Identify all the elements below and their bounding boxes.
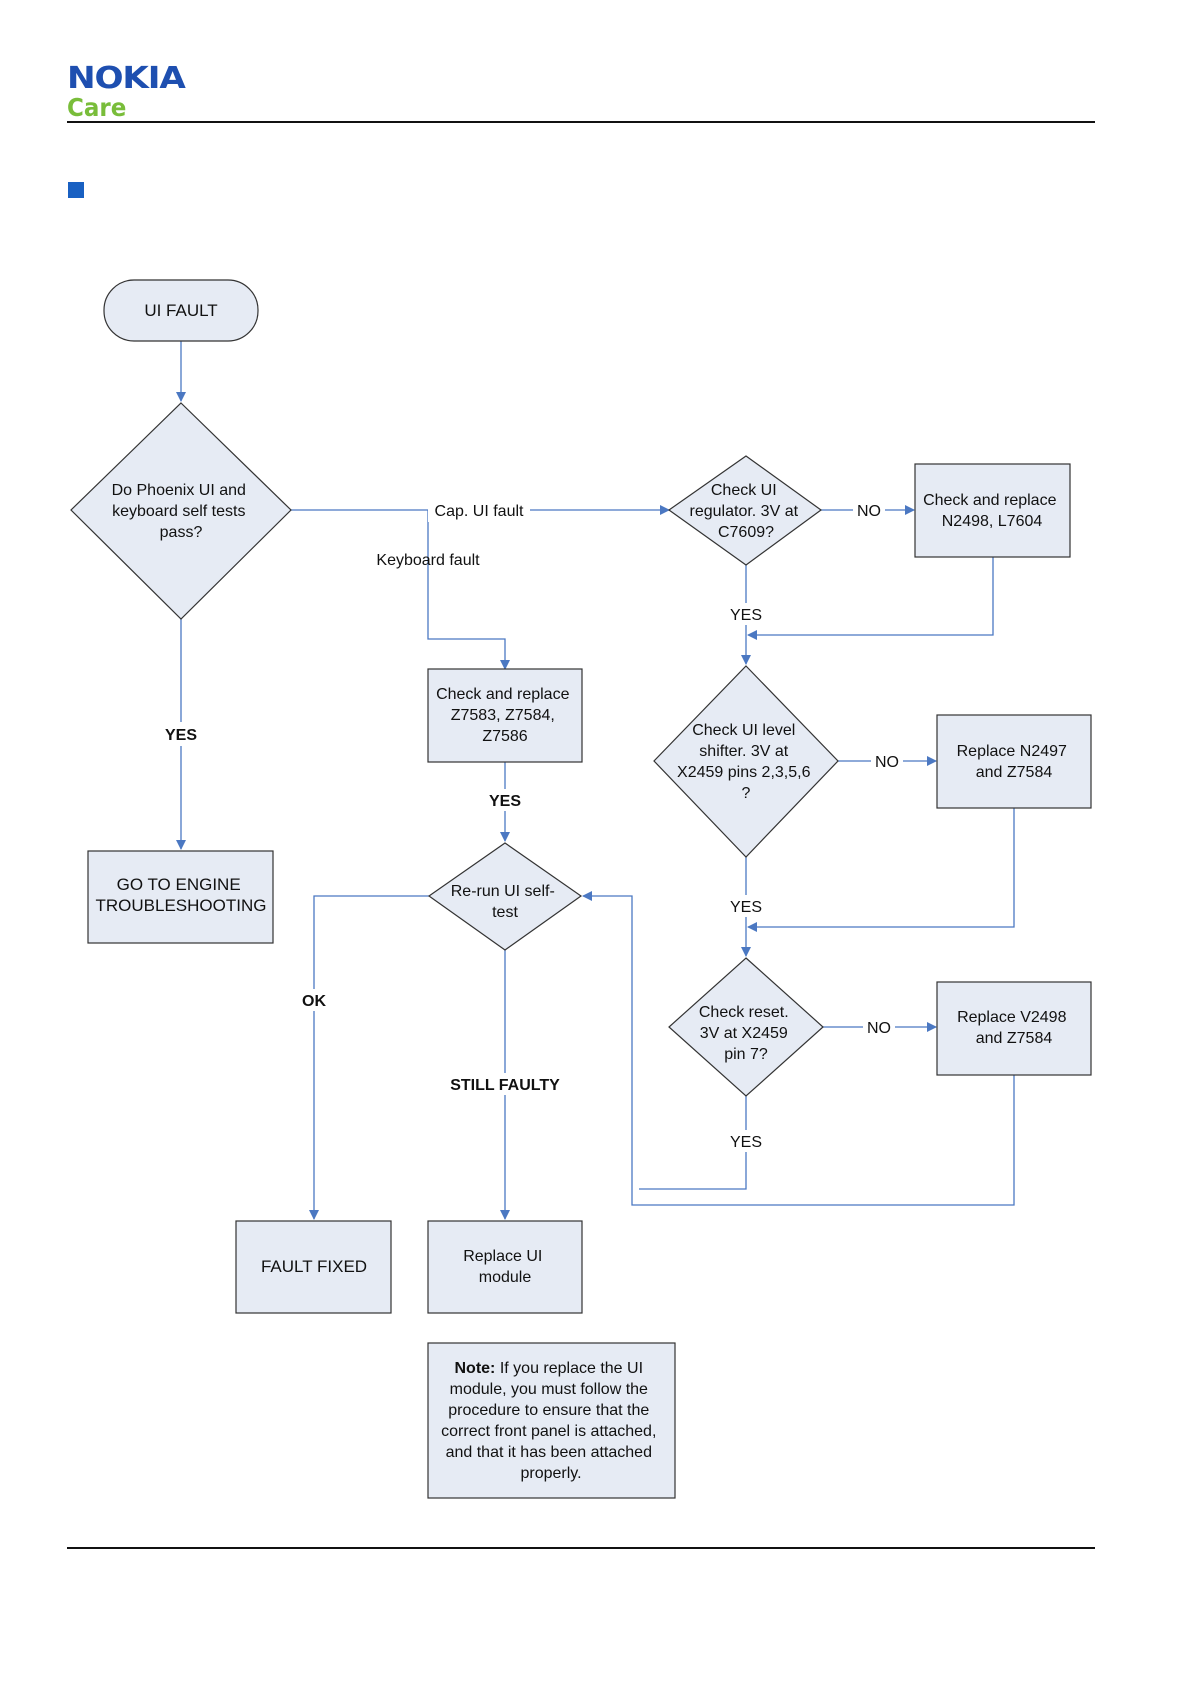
label-keyboard-fault: Keyboard fault: [376, 552, 480, 569]
self-tests-text: Do Phoenix UI and keyboard self tests pa…: [112, 482, 251, 541]
logo-sub: Care: [67, 93, 127, 122]
edge-reset-yes: [639, 1096, 747, 1190]
label-yes-reg: YES: [730, 607, 762, 624]
edge-rerun-ok: [309, 895, 429, 1220]
replace-ui-text: Replace UI module: [463, 1248, 547, 1286]
ui-fault-text: UI FAULT: [144, 301, 217, 320]
node-rerun: Re-run UI self- test: [427, 842, 583, 951]
label-ok: OK: [302, 993, 326, 1010]
check-regulator-text: Check UI regulator. 3V at C7609?: [690, 482, 803, 541]
label-yes-rerun: YES: [489, 793, 521, 810]
node-replace-n2498: Check and replace N2498, L7604: [914, 463, 1071, 558]
label-still-faulty: STILL FAULTY: [450, 1077, 560, 1094]
label-cap-fault: Cap. UI fault: [435, 503, 524, 520]
label-no-shifter: NO: [875, 754, 899, 771]
edge-v2498-return: [582, 891, 1015, 1206]
check-shifter-text: Check UI level shifter. 3V at X2459 pins…: [677, 722, 815, 802]
label-no-reg: NO: [857, 503, 881, 520]
note-bold: Note:: [455, 1360, 496, 1377]
replace-v2498-text: Replace V2498 and Z7584: [957, 1009, 1071, 1047]
edge-n2498-return: [747, 557, 994, 640]
footer-rule: [67, 1547, 1095, 1549]
node-fault-fixed: FAULT FIXED: [235, 1220, 392, 1314]
header-rule: [67, 121, 1095, 123]
node-ui-fault: UI FAULT: [103, 279, 259, 342]
note-text: Note: If you replace the UI module, you …: [441, 1360, 661, 1482]
replace-n2497-text: Replace N2497 and Z7584: [957, 743, 1072, 781]
replace-n2498-text: Check and replace N2498, L7604: [923, 492, 1061, 530]
node-check-regulator: Check UI regulator. 3V at C7609?: [667, 455, 823, 566]
label-yes-engine: YES: [165, 727, 197, 744]
node-replace-v2498: Replace V2498 and Z7584: [936, 981, 1092, 1076]
node-check-reset: Check reset. 3V at X2459 pin 7?: [668, 957, 824, 1097]
node-check-shifter: Check UI level shifter. 3V at X2459 pins…: [653, 665, 839, 858]
node-replace-z: Check and replace Z7583, Z7584, Z7586: [427, 668, 583, 763]
edge-labels: Cap. UI fault Keyboard fault YES YES OK …: [158, 498, 903, 1152]
node-self-tests: Do Phoenix UI and keyboard self tests pa…: [70, 402, 292, 620]
label-yes-reset: YES: [730, 1134, 762, 1151]
edge-n2497-return: [747, 808, 1015, 932]
node-engine: GO TO ENGINE TROUBLESHOOTING: [87, 850, 274, 944]
logo-brand: NOKIA: [67, 61, 186, 96]
connectors: [176, 341, 1015, 1220]
node-replace-n2497: Replace N2497 and Z7584: [936, 714, 1092, 809]
nokia-care-logo: NOKIA Care: [67, 64, 186, 122]
node-replace-ui: Replace UI module: [427, 1220, 583, 1314]
check-reset-text: Check reset. 3V at X2459 pin 7?: [699, 1004, 793, 1063]
edge-keyboard-fault: [427, 510, 510, 670]
engine-text: GO TO ENGINE TROUBLESHOOTING: [96, 875, 267, 915]
replace-z-text: Check and replace Z7583, Z7584, Z7586: [436, 686, 574, 745]
section-bullet-icon: [68, 182, 84, 198]
fault-fixed-text: FAULT FIXED: [261, 1257, 367, 1276]
note-box: Note: If you replace the UI module, you …: [427, 1342, 676, 1499]
label-yes-shifter: YES: [730, 899, 762, 916]
rerun-text: Re-run UI self- test: [451, 883, 559, 921]
label-no-reset: NO: [867, 1020, 891, 1037]
